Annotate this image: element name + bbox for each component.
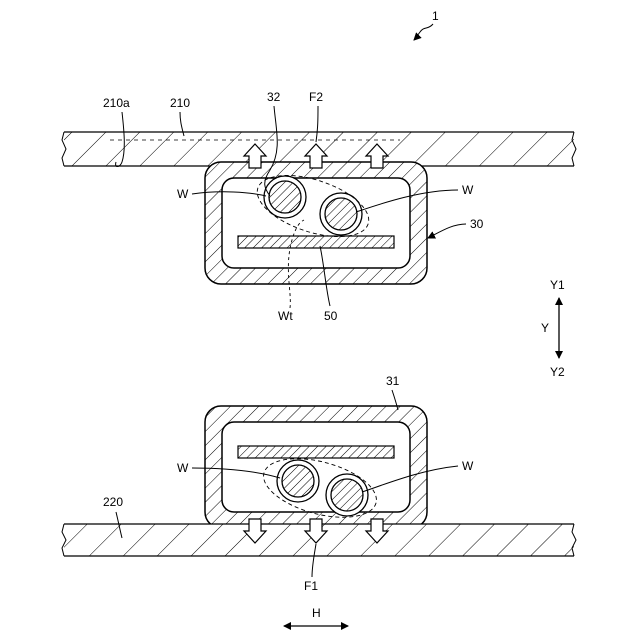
upper-case-leader bbox=[428, 224, 466, 238]
device-ref-label: 1 bbox=[432, 9, 439, 23]
h-axis-name: H bbox=[312, 606, 321, 620]
lower-wire-right-label: W bbox=[462, 459, 474, 473]
lower-assembly: 31 W W 220 F1 bbox=[62, 374, 576, 593]
upper-strip-label: 50 bbox=[324, 309, 338, 323]
device-ref-leader bbox=[414, 24, 433, 40]
h-axis-indicator: H bbox=[284, 606, 348, 626]
upper-strip bbox=[238, 236, 394, 248]
upper-wire-right-label: W bbox=[462, 183, 474, 197]
upper-case-label: 30 bbox=[470, 217, 484, 231]
slot-label: 32 bbox=[267, 90, 281, 104]
lower-strip bbox=[238, 446, 394, 458]
upper-force-label: F2 bbox=[309, 90, 323, 104]
lower-wire-left bbox=[277, 460, 319, 502]
lower-plate-label: 220 bbox=[103, 495, 123, 509]
upper-wire-right bbox=[320, 193, 362, 235]
wire-group-label: Wt bbox=[278, 309, 293, 323]
lower-force-label: F1 bbox=[304, 579, 318, 593]
lower-wire-left-label: W bbox=[177, 461, 189, 475]
y-axis-up-label: Y1 bbox=[550, 278, 565, 292]
lower-wire-right bbox=[326, 474, 368, 516]
lower-case-label: 31 bbox=[386, 374, 400, 388]
plate-surface-label: 210a bbox=[103, 96, 130, 110]
y-axis-name: Y bbox=[541, 321, 549, 335]
upper-assembly: 210a 210 32 F2 W W 30 Wt 50 bbox=[62, 90, 576, 323]
upper-plate-label: 210 bbox=[170, 96, 190, 110]
upper-case bbox=[205, 162, 427, 284]
upper-wire-left bbox=[264, 176, 306, 218]
y-axis-down-label: Y2 bbox=[550, 365, 565, 379]
lower-case bbox=[205, 406, 427, 528]
upper-wire-left-label: W bbox=[177, 187, 189, 201]
y-axis-indicator: Y1 Y Y2 bbox=[541, 278, 565, 379]
